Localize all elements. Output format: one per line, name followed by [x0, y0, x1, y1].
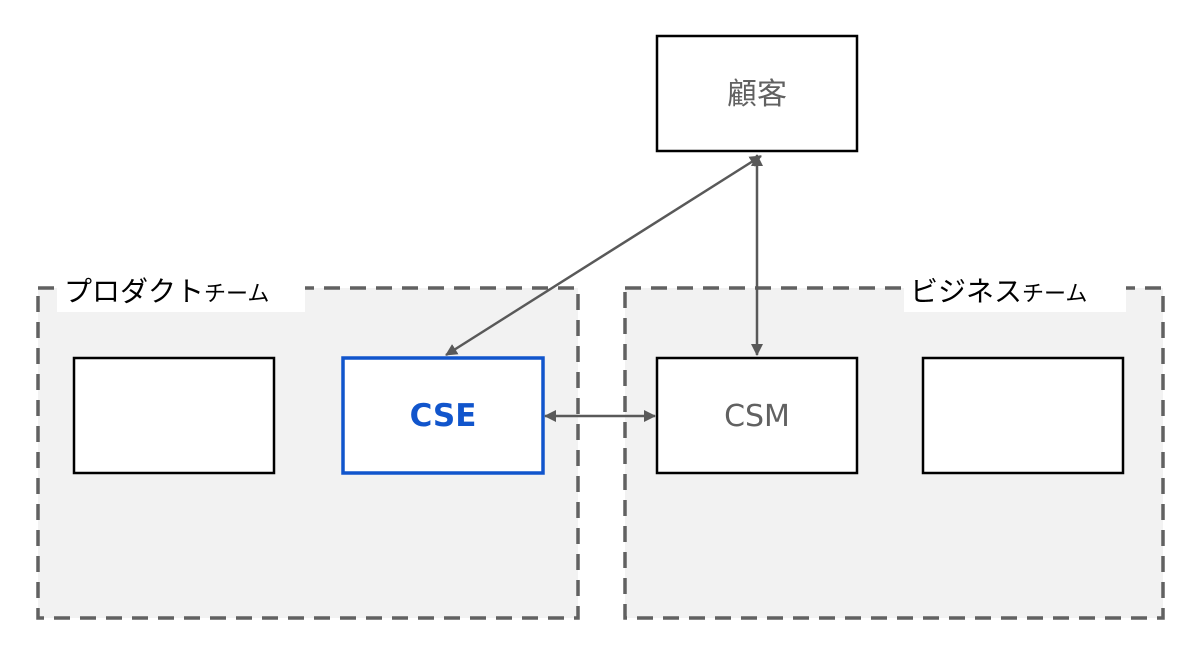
- product-team-label-backdrop: [57, 270, 305, 312]
- product-team-label: プロダクトチーム: [64, 275, 269, 308]
- cse-label: CSE: [410, 398, 477, 434]
- customer-label: 顧客: [727, 77, 787, 112]
- product-blank-node: [72, 356, 276, 475]
- business-team-label-suffix: チーム: [1022, 282, 1087, 307]
- product-blank-box: [72, 356, 276, 475]
- customer-box: [655, 34, 859, 153]
- csm-node: CSM: [655, 356, 859, 475]
- business-blank-node: [921, 356, 1125, 475]
- cse-node: CSE: [341, 356, 545, 475]
- customer-node: 顧客: [655, 34, 859, 153]
- business-team-label: ビジネスチーム: [910, 275, 1087, 308]
- product-team-label-main: プロダクト: [64, 275, 204, 308]
- business-team-label-backdrop: [904, 270, 1126, 312]
- business-team-label-main: ビジネス: [910, 275, 1022, 308]
- business-blank-box: [921, 356, 1125, 475]
- csm-label: CSM: [724, 399, 790, 434]
- product-team-label-suffix: チーム: [204, 282, 269, 307]
- csm-box: [655, 356, 859, 475]
- cse-box: [341, 356, 545, 475]
- customer-cse-connector: [445, 154, 762, 357]
